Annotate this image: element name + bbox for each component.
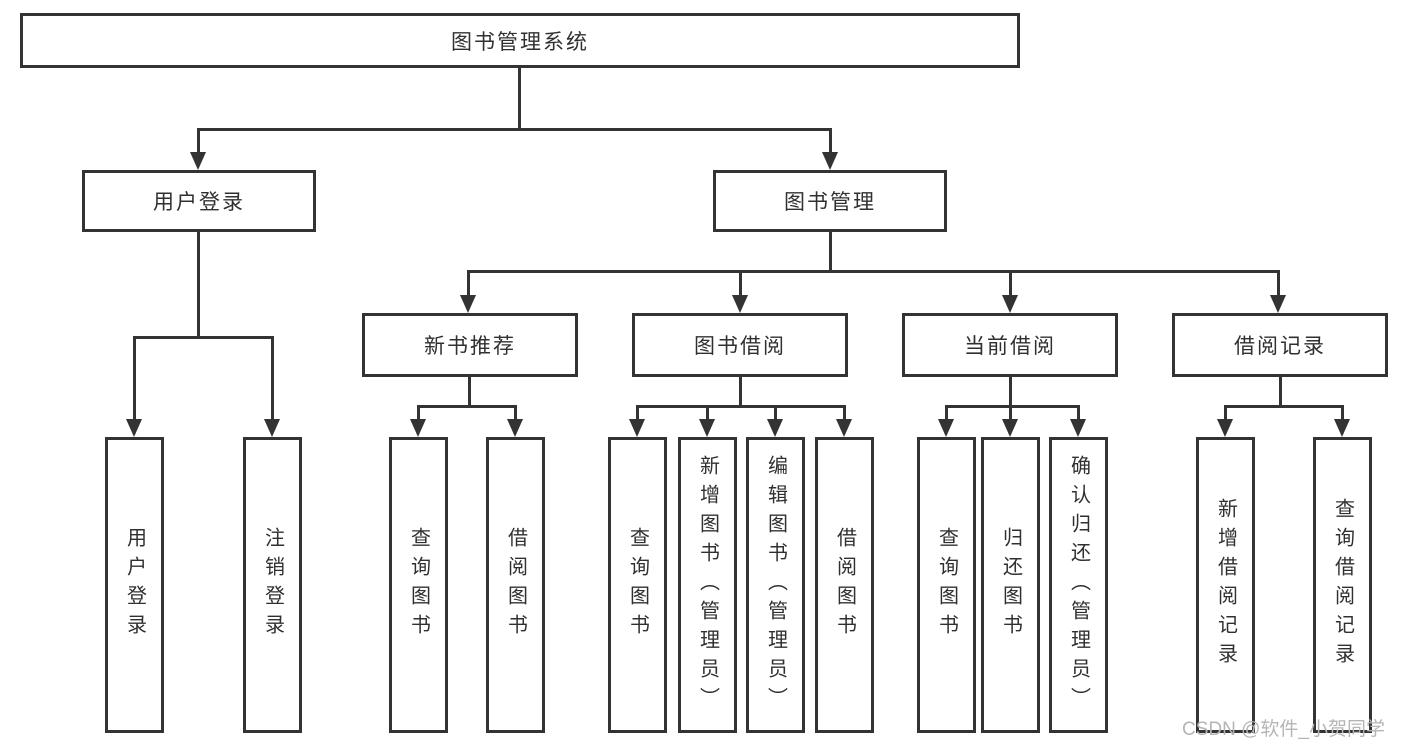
leaf-label: 查询图书: [626, 527, 649, 643]
connector-stub: [468, 377, 471, 405]
node-label: 新书推荐: [424, 335, 516, 358]
connector-shaft: [514, 405, 517, 419]
node-label: 借阅记录: [1234, 335, 1326, 358]
arrow-down-icon: [264, 419, 280, 437]
leaf-label: 新增图书（管理员）: [696, 454, 719, 716]
arrow-down-icon: [1334, 419, 1350, 437]
connector-stub: [739, 377, 742, 405]
connector-shaft: [1341, 405, 1344, 419]
connector-shaft: [843, 405, 846, 419]
connector-shaft: [1009, 405, 1012, 419]
leaf-label: 归还图书: [999, 527, 1022, 643]
leaf-add-books-admin: 新增图书（管理员）: [678, 437, 737, 733]
leaf-confirm-return-admin: 确认归还（管理员）: [1049, 437, 1108, 733]
connector-shaft: [1277, 270, 1280, 295]
arrow-down-icon: [1002, 419, 1018, 437]
leaf-label: 查询图书: [407, 527, 430, 643]
leaf-label: 确认归还（管理员）: [1067, 454, 1090, 716]
connector-level2-hline: [197, 128, 831, 131]
connector-hline: [1224, 405, 1344, 408]
leaf-query-borrow-record: 查询借阅记录: [1313, 437, 1372, 733]
connector-root-stub: [518, 68, 521, 128]
leaf-label: 借阅图书: [504, 527, 527, 643]
leaf-return-books: 归还图书: [981, 437, 1040, 733]
connector-shaft: [945, 405, 948, 419]
arrow-down-icon: [126, 419, 142, 437]
arrow-down-icon: [732, 295, 748, 313]
arrow-down-icon: [699, 419, 715, 437]
leaf-borrow-books-recommend: 借阅图书: [486, 437, 545, 733]
connector-user-login-stub: [197, 232, 200, 336]
connector-shaft: [467, 270, 470, 295]
node-new-book-recommendation: 新书推荐: [362, 313, 578, 377]
node-current-borrowing: 当前借阅: [902, 313, 1118, 377]
leaf-edit-books-admin: 编辑图书（管理员）: [746, 437, 805, 733]
connector-stub: [1279, 377, 1282, 405]
leaf-user-login: 用户登录: [105, 437, 164, 733]
connector-level3-hline: [467, 270, 1280, 273]
connector-shaft: [1077, 405, 1080, 419]
connector-shaft: [706, 405, 709, 419]
node-label: 图书管理: [784, 191, 876, 214]
connector-shaft: [271, 336, 274, 419]
connector-user-login-hline: [133, 336, 274, 339]
connector-shaft: [636, 405, 639, 419]
node-book-management: 图书管理: [713, 170, 947, 232]
connector-shaft: [1009, 270, 1012, 295]
connector-hline: [417, 405, 517, 408]
arrow-down-icon: [767, 419, 783, 437]
leaf-query-books-borrowing: 查询图书: [608, 437, 667, 733]
connector-shaft: [774, 405, 777, 419]
arrow-down-icon: [190, 152, 206, 170]
arrow-down-icon: [938, 419, 954, 437]
arrow-down-icon: [507, 419, 523, 437]
node-label: 图书管理系统: [451, 30, 589, 54]
arrow-down-icon: [1002, 295, 1018, 313]
leaf-query-books-current: 查询图书: [917, 437, 976, 733]
connector-shaft: [133, 336, 136, 419]
connector-shaft: [829, 128, 832, 152]
connector-hline: [945, 405, 1080, 408]
connector-shaft: [1224, 405, 1227, 419]
node-label: 图书借阅: [694, 335, 786, 358]
connector-hline: [636, 405, 846, 408]
node-book-borrowing: 图书借阅: [632, 313, 848, 377]
leaf-add-borrow-record: 新增借阅记录: [1196, 437, 1255, 733]
node-label: 用户登录: [153, 191, 245, 214]
leaf-label: 查询图书: [935, 527, 958, 643]
leaf-query-books-recommend: 查询图书: [389, 437, 448, 733]
arrow-down-icon: [410, 419, 426, 437]
arrow-down-icon: [1070, 419, 1086, 437]
node-user-login: 用户登录: [82, 170, 316, 232]
csdn-watermark: CSDN @软件_小贺同学: [1182, 719, 1385, 740]
leaf-borrow-books-borrowing: 借阅图书: [815, 437, 874, 733]
leaf-label: 编辑图书（管理员）: [764, 454, 787, 716]
connector-stub: [1009, 377, 1012, 405]
arrow-down-icon: [836, 419, 852, 437]
leaf-logout: 注销登录: [243, 437, 302, 733]
arrow-down-icon: [460, 295, 476, 313]
arrow-down-icon: [1217, 419, 1233, 437]
connector-book-mgmt-stub: [829, 232, 832, 270]
leaf-label: 查询借阅记录: [1331, 498, 1354, 672]
leaf-label: 借阅图书: [833, 527, 856, 643]
node-library-management-system: 图书管理系统: [20, 13, 1020, 68]
arrow-down-icon: [1270, 295, 1286, 313]
node-label: 当前借阅: [964, 335, 1056, 358]
arrow-down-icon: [629, 419, 645, 437]
arrow-down-icon: [822, 152, 838, 170]
leaf-label: 注销登录: [261, 527, 284, 643]
leaf-label: 用户登录: [123, 527, 146, 643]
connector-shaft: [417, 405, 420, 419]
connector-shaft: [197, 128, 200, 152]
leaf-label: 新增借阅记录: [1214, 498, 1237, 672]
connector-shaft: [739, 270, 742, 295]
node-borrowing-records: 借阅记录: [1172, 313, 1388, 377]
